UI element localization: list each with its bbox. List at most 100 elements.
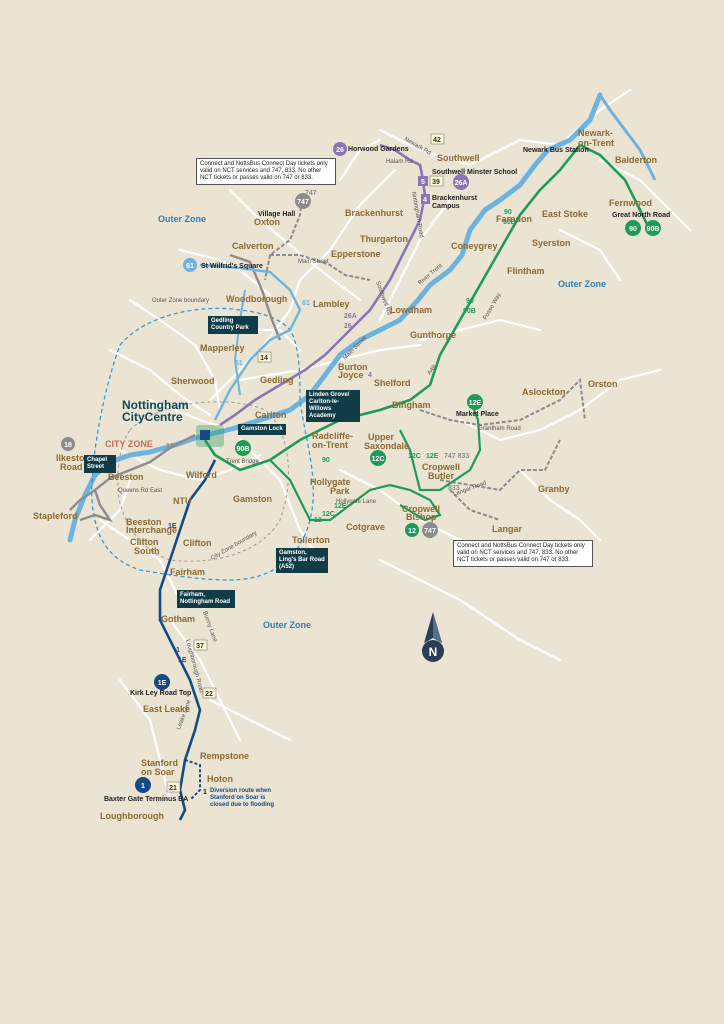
route-1-line xyxy=(158,459,217,821)
place-beeston: Beeston xyxy=(108,472,144,482)
stop-southwell-minster: Southwell Minster School xyxy=(432,169,517,176)
badge-90b-centre-circle xyxy=(235,440,251,456)
place-cropwell-butler: Cropwell xyxy=(422,462,460,472)
badge-1e: 1E xyxy=(158,680,167,687)
place-hollygate: Hollygate xyxy=(310,477,351,487)
route-label-90b-north: 90B xyxy=(503,219,516,226)
place-gunthorpe: Gunthorpe xyxy=(410,330,456,340)
stop-labels: Newark Bus Station Great North Road Horw… xyxy=(104,146,670,803)
badge-14-box xyxy=(257,351,272,363)
badge-5-box xyxy=(418,176,428,186)
place-clifton: Clifton xyxy=(183,538,212,548)
route-label-90-centre: 90 xyxy=(322,457,330,464)
place-cropwell-bishop: Cropwell xyxy=(402,504,440,514)
place-coneygrey: Coneygrey xyxy=(451,241,498,251)
place-radcliffe: Radcliffe- xyxy=(312,431,353,441)
place-calverton: Calverton xyxy=(232,241,274,251)
badge-90b-circle xyxy=(645,220,661,236)
route-label-4: 4 xyxy=(368,372,372,379)
route-label-12c: 12C xyxy=(408,453,421,460)
badge-4-box xyxy=(421,194,430,204)
badge-12c-circle xyxy=(370,450,386,466)
badge-37: 37 xyxy=(196,643,204,650)
badge-747-south-circle xyxy=(422,522,438,538)
road-grantham-road: Grantham Road xyxy=(478,426,521,432)
badge-5: 5 xyxy=(421,179,425,186)
place-burton-joyce-2: Joyce xyxy=(338,370,364,380)
badge-90b-centre: 90B xyxy=(237,446,250,453)
badge-26a-circle xyxy=(453,174,469,190)
place-syerston: Syerston xyxy=(532,238,571,248)
badge-42-box xyxy=(430,133,445,145)
badge-21-box xyxy=(166,781,181,793)
badge-61: 61 xyxy=(186,263,194,270)
route-label-61: 61 xyxy=(302,300,310,307)
place-sherwood: Sherwood xyxy=(171,376,215,386)
route-90-line xyxy=(579,143,652,231)
badge-90: 90 xyxy=(629,226,637,233)
place-upper-saxondale: Upper xyxy=(368,432,395,442)
place-carlton: Carlton xyxy=(255,410,287,420)
road-queens-rd: Queens Rd East xyxy=(118,488,162,494)
badge-21: 21 xyxy=(169,785,177,792)
badge-39-box xyxy=(429,175,444,187)
route-label-1: 1 xyxy=(176,647,180,654)
stop-st-wilfrids: St Wilfrid's Square xyxy=(201,263,263,270)
place-loughborough: Loughborough xyxy=(100,811,164,821)
tag-gedling-country-park: Gedling Country Park xyxy=(208,316,258,334)
badge-747-circle xyxy=(295,193,311,209)
place-labels: Newark- on-Trent Balderton Fernwood Sout… xyxy=(33,128,657,821)
stop-newark-bus-station: Newark Bus Station xyxy=(523,147,589,154)
badge-747-south: 747 xyxy=(424,528,436,535)
place-lowdham: Lowdham xyxy=(390,305,432,315)
place-brackenhurst: Brackenhurst xyxy=(345,208,403,218)
place-radcliffe-2: on-Trent xyxy=(312,440,348,450)
place-lambley: Lambley xyxy=(313,299,350,309)
place-farndon: Farndon xyxy=(496,214,532,224)
place-ilkeston-road-2: Road xyxy=(60,462,83,472)
place-hollygate-2: Park xyxy=(330,486,351,496)
city-zone-boundary xyxy=(117,401,289,562)
route-label-12e-south: 12E xyxy=(334,503,347,510)
badge-42: 42 xyxy=(433,137,441,144)
badge-1e-circle xyxy=(154,674,170,690)
road-hollygate-lane: Hollygate Lane xyxy=(336,499,377,505)
stop-brackenhurst-campus: Brackenhurst xyxy=(432,195,478,202)
badge-12e-circle xyxy=(467,394,483,410)
stop-market-place: Market Place xyxy=(456,411,499,418)
city-title-line1: Nottingham xyxy=(122,398,189,412)
route-label-833: 833 xyxy=(448,485,460,492)
route-12e-line xyxy=(399,399,482,492)
tag-gamston-lock: Gamston Lock xyxy=(238,424,286,435)
compass-arrow-shade xyxy=(433,612,442,643)
route-label-90b: 90B xyxy=(463,308,476,315)
road-halam-rd: Halam Rd xyxy=(386,159,413,165)
badge-90b: 90B xyxy=(647,226,660,233)
route-61-line xyxy=(199,263,302,421)
place-langar: Langar xyxy=(492,524,523,534)
place-gedling: Gedling xyxy=(260,375,294,385)
badge-1-circle xyxy=(135,777,151,793)
badge-22-box xyxy=(202,687,217,699)
place-flintham: Flintham xyxy=(507,266,545,276)
place-stanford: Stanford xyxy=(141,758,178,768)
stop-great-north-road: Great North Road xyxy=(612,212,670,219)
route-label-26: 26 xyxy=(344,323,352,330)
place-trent-bridge: Trent Bridge xyxy=(226,459,259,465)
tag-gamston-lings: Gamston, Ling's Bar Road (A52) xyxy=(276,548,328,573)
badge-14: 14 xyxy=(260,355,268,362)
grey-dashed-routes xyxy=(264,194,586,521)
road-main-street: Main Street xyxy=(298,259,329,265)
place-granby: Granby xyxy=(538,484,570,494)
badge-61-circle xyxy=(183,258,197,272)
place-east-leake: East Leake xyxy=(143,704,190,714)
route-label-18: 18 xyxy=(166,443,174,450)
place-stapleford: Stapleford xyxy=(33,511,78,521)
place-fairham: Fairham xyxy=(170,567,205,577)
place-aslockton: Aslockton xyxy=(522,387,566,397)
compass-n-label: N xyxy=(429,645,438,659)
place-beeston-interchange: Beeston xyxy=(126,517,162,527)
city-centre-square xyxy=(200,430,210,440)
road-a46: A46 xyxy=(427,363,438,376)
